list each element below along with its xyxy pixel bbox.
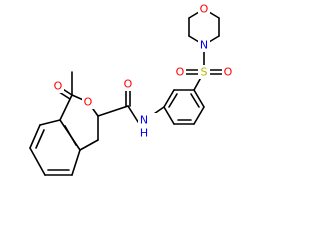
lactone-carbonyl-oxygen-label: O — [54, 80, 63, 93]
morpholine-nitrogen-label: N — [200, 39, 208, 52]
structure-canvas: O N S O O O O O N H — [29, 2, 234, 176]
bond — [29, 124, 41, 149]
morpholine-oxygen-label: O — [200, 3, 209, 16]
bond — [35, 129, 45, 149]
sulfonyl-sulfur-label: S — [201, 66, 208, 79]
bond — [71, 149, 81, 176]
lactone-ring-oxygen-label: O — [84, 96, 93, 109]
bond — [163, 89, 175, 108]
amide-oxygen-label: O — [124, 78, 133, 91]
bond — [79, 139, 99, 151]
bond — [168, 93, 178, 108]
bond — [193, 106, 205, 125]
sulfonyl-oxygen-left-label: O — [176, 66, 185, 79]
amide-nitrogen-label: N — [140, 114, 148, 127]
sulfonyl-oxygen-right-label: O — [224, 66, 233, 79]
bond — [97, 105, 129, 117]
bond — [190, 93, 200, 108]
amide-hydrogen-label: H — [140, 127, 148, 140]
molecule-diagram: O N S O O O O O N H — [29, 2, 234, 176]
bond — [39, 119, 61, 126]
atom-labels: O N S O O O O O N H — [52, 2, 234, 140]
bond — [29, 147, 46, 176]
bond — [163, 106, 175, 125]
bond — [193, 89, 205, 108]
bond — [64, 125, 77, 146]
